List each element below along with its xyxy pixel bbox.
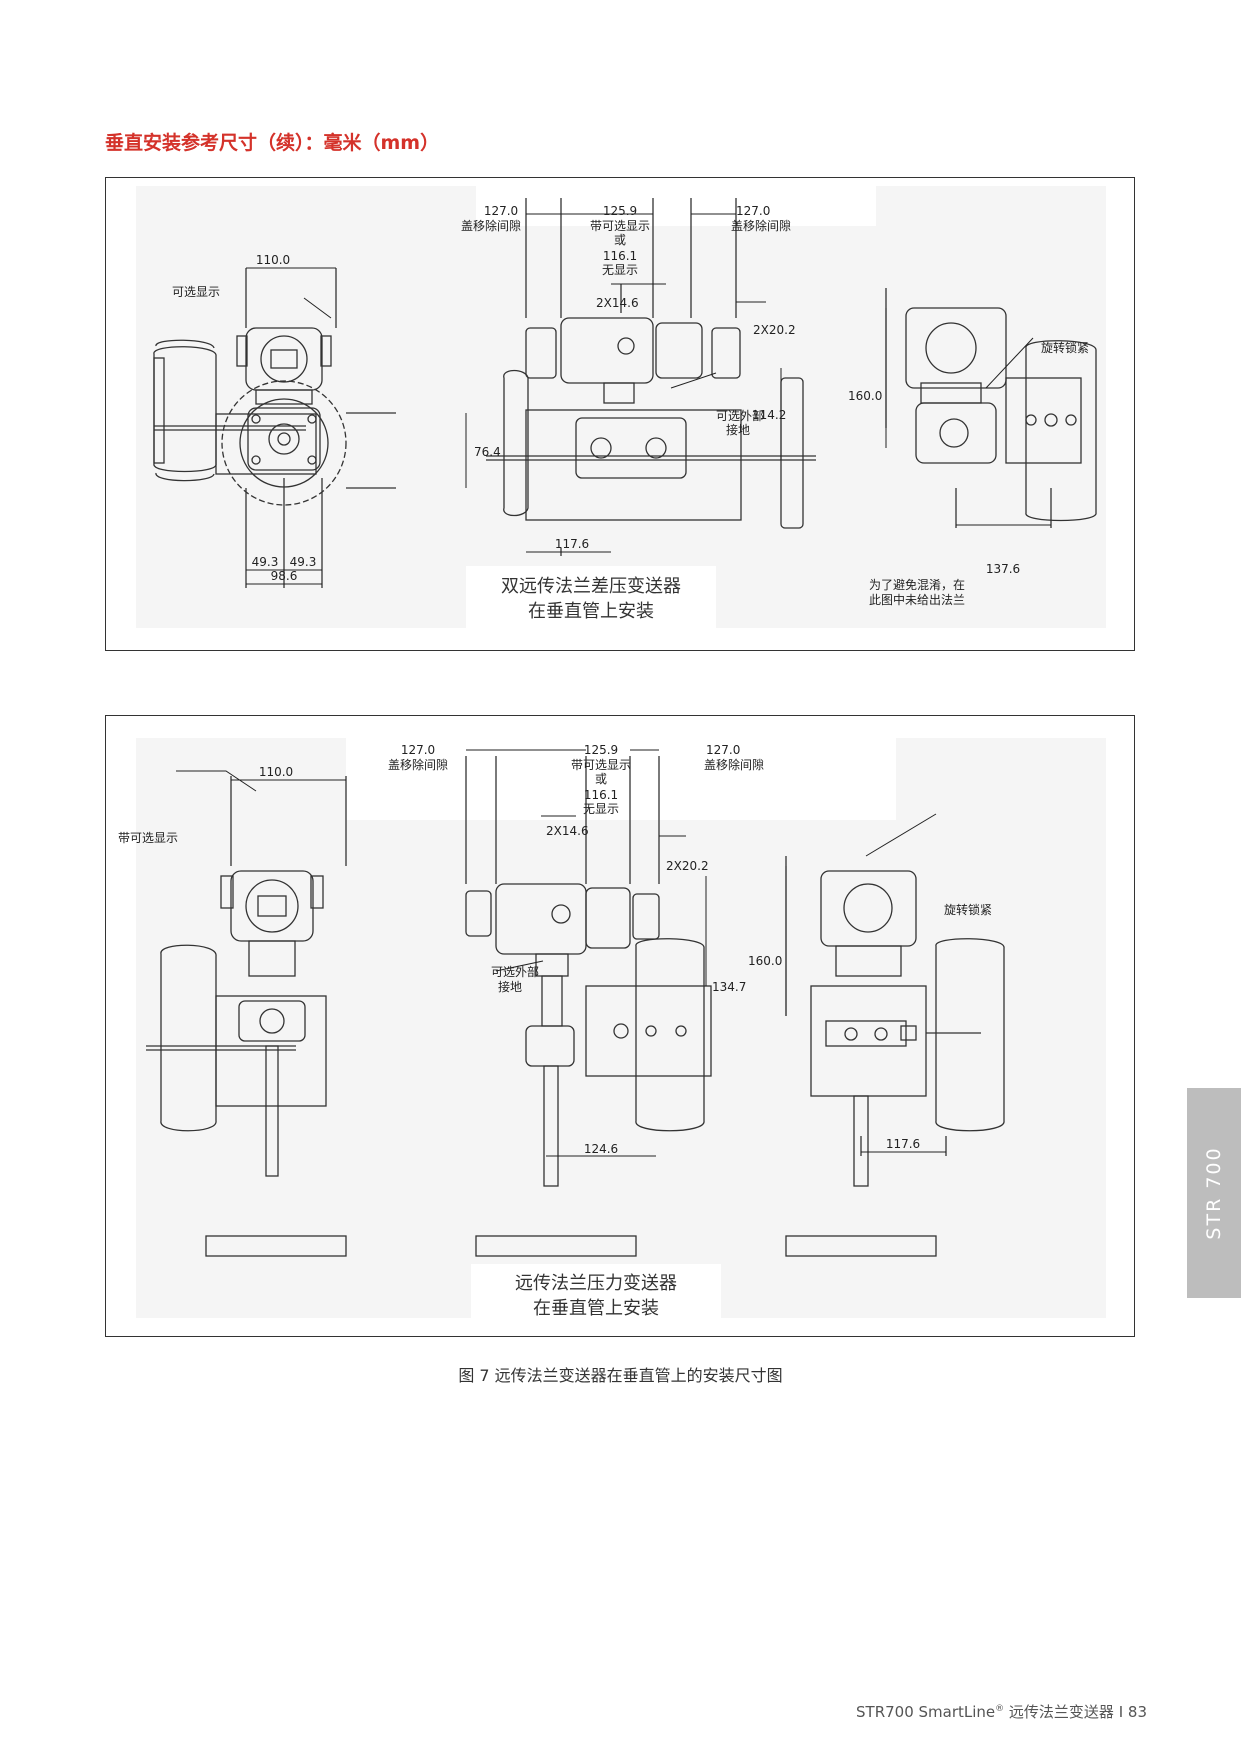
label-rotation-lock-p2: 旋转锁紧 (944, 902, 992, 917)
footer-separator: I (1113, 1703, 1128, 1721)
dim-2x20-2: 2X20.2 (753, 323, 796, 337)
dim-127-right: 127.0 (736, 204, 770, 218)
dim-117-6-p2: 117.6 (886, 1137, 920, 1151)
dim-127-left: 127.0 (484, 204, 518, 218)
label-ext-ground-1-p2: 可选外部 (491, 964, 539, 979)
front-view-dp (153, 268, 396, 588)
drawing-remote-seal-pressure: 带可选显示 110.0 127.0 盖移除间隙 125.9 带可选显示 或 11… (118, 738, 1106, 1330)
panel2-caption-line2: 在垂直管上安装 (533, 1298, 659, 1319)
dimension-lines-p2 (176, 749, 946, 1157)
side-view-pressure (465, 756, 712, 1257)
label-no-display-p2: 无显示 (583, 802, 619, 816)
dim-76-4: 76.4 (474, 445, 501, 459)
dimension-lines-p1 (246, 213, 1051, 585)
dim-2x20-2-p2: 2X20.2 (666, 859, 709, 873)
dim-110: 110.0 (256, 253, 290, 267)
figure-panel-remote-seal-pressure: 带可选显示 110.0 127.0 盖移除间隙 125.9 带可选显示 或 11… (105, 715, 1135, 1337)
note-line-1: 为了避免混淆，在 (869, 577, 965, 592)
label-rotation-lock: 旋转锁紧 (1041, 340, 1089, 355)
figure-caption: 图 7 远传法兰变送器在垂直管上的安装尺寸图 (458, 1366, 783, 1385)
section-title: 垂直安装参考尺寸（续）：毫米（mm） (105, 132, 440, 154)
label-cover-clearance-right: 盖移除间隙 (731, 218, 791, 233)
front-view-pressure (146, 776, 347, 1257)
panel1-caption-line2: 在垂直管上安装 (528, 601, 654, 622)
dim-134-7: 134.7 (712, 980, 746, 994)
figure-panel-dual-seal-dp: 可选显示 110.0 76.4 49.3 49.3 98.6 127.0 盖移除… (105, 177, 1135, 651)
label-ext-ground-2-p2: 接地 (498, 979, 522, 994)
dim-117-6: 117.6 (555, 537, 589, 551)
drawing-dual-seal-dp: 可选显示 110.0 76.4 49.3 49.3 98.6 127.0 盖移除… (136, 186, 1106, 632)
footer-subtitle: 远传法兰变送器 (1004, 1703, 1114, 1721)
label-cover-clearance-left-p2: 盖移除间隙 (388, 757, 448, 772)
footer-product: STR700 SmartLine (856, 1703, 996, 1721)
dim-125-9: 125.9 (603, 204, 637, 218)
side-tab-label: STR 700 (1203, 1146, 1225, 1240)
dim-49-3-b: 49.3 (290, 555, 317, 569)
dim-160-p2: 160.0 (748, 954, 782, 968)
dim-160: 160.0 (848, 389, 882, 403)
dim-116-1-p2: 116.1 (584, 788, 618, 802)
note-line-2: 此图中未给出法兰 (869, 592, 965, 607)
dim-116-1: 116.1 (603, 249, 637, 263)
label-cover-clearance-left: 盖移除间隙 (461, 218, 521, 233)
top-view-dp (885, 288, 1097, 528)
label-optional-display: 可选显示 (172, 285, 220, 299)
dim-127-right-p2: 127.0 (706, 743, 740, 757)
panel1-caption-line1: 双远传法兰差压变送器 (501, 576, 681, 597)
label-no-display: 无显示 (602, 263, 638, 277)
label-with-display-p2: 带可选显示 (571, 758, 631, 772)
dim-125-9-p2: 125.9 (584, 743, 618, 757)
dim-127-left-p2: 127.0 (401, 743, 435, 757)
label-ext-ground-2: 接地 (726, 422, 750, 437)
label-with-optional-display: 带可选显示 (118, 831, 178, 845)
label-with-display: 带可选显示 (590, 219, 650, 233)
label-or: 或 (614, 233, 626, 247)
dim-124-6: 124.6 (584, 1142, 618, 1156)
dim-98-6: 98.6 (271, 569, 298, 583)
label-cover-clearance-right-p2: 盖移除间隙 (704, 757, 764, 772)
dim-137-6: 137.6 (986, 562, 1020, 576)
page-footer: STR700 SmartLine® 远传法兰变送器 I 83 (856, 1701, 1147, 1722)
side-view-dp (486, 198, 816, 556)
dim-114-2: 114.2 (752, 408, 786, 422)
dim-2x14-6: 2X14.6 (596, 296, 639, 310)
panel2-caption-line1: 远传法兰压力变送器 (515, 1273, 677, 1294)
dim-2x14-6-p2: 2X14.6 (546, 824, 589, 838)
footer-registered-mark: ® (995, 1704, 1005, 1714)
dim-110-p2: 110.0 (259, 765, 293, 779)
page-number: 83 (1127, 1703, 1147, 1721)
dim-49-3-a: 49.3 (252, 555, 279, 569)
label-or-p2: 或 (595, 772, 607, 786)
side-tab: STR 700 (1187, 1088, 1241, 1298)
label-ext-ground-1: 可选外部 (716, 408, 764, 423)
